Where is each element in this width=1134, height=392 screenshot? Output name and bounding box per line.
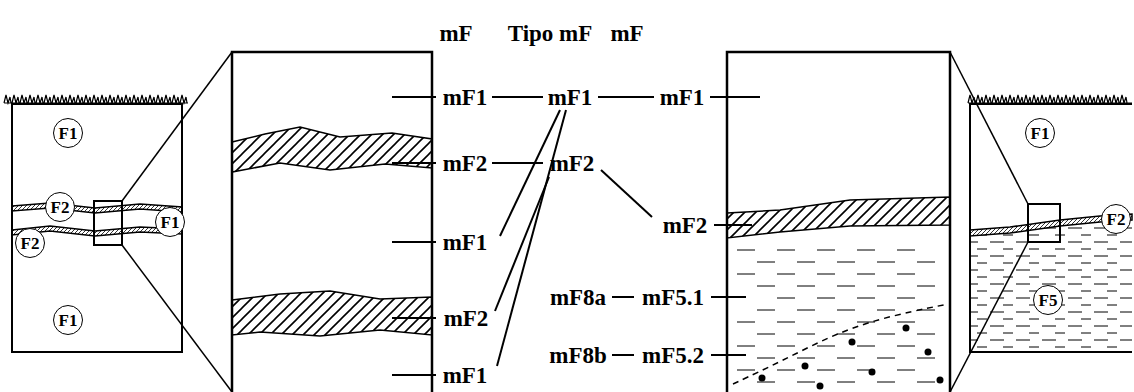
facies-circle: F1 [53, 118, 83, 148]
facies-code: F2 [21, 235, 40, 252]
correlation-line [495, 177, 549, 311]
hatched-band [727, 197, 950, 238]
thin-band [12, 203, 182, 213]
correlation-line [392, 241, 436, 243]
fine-sediment [970, 220, 1132, 352]
grass-symbol [4, 95, 188, 103]
gravel-dot [903, 325, 910, 332]
column-header: Tipo mF [508, 22, 593, 45]
hatched-band [232, 291, 432, 336]
gravel-dot [817, 383, 824, 390]
zoom-frame [1028, 204, 1060, 242]
detail-box [727, 52, 950, 392]
facies-circle: F2 [1101, 204, 1131, 234]
correlation-line [598, 96, 654, 98]
correlation-line [492, 96, 543, 98]
gravel-dot [759, 375, 766, 382]
facies-code: mF2 [444, 307, 489, 330]
facies-code: mF5.2 [642, 344, 704, 367]
facies-code: F5 [1039, 292, 1058, 309]
facies-code: mF5.1 [642, 286, 704, 309]
facies-circle: F1 [53, 305, 83, 335]
outcrop-box [970, 104, 1132, 352]
facies-code: mF2 [550, 152, 595, 175]
zoom-line [950, 52, 1028, 204]
zoom-frame [94, 201, 122, 245]
facies-code: F2 [1107, 211, 1126, 228]
facies-circle: F1 [155, 207, 185, 237]
facies-circle: F2 [15, 228, 45, 258]
gravel-dot [869, 369, 876, 376]
facies-code: F1 [59, 125, 78, 142]
correlation-line [497, 110, 566, 366]
column-header: mF [610, 22, 643, 45]
facies-circle: F2 [45, 192, 75, 222]
correlation-line [392, 374, 436, 376]
correlation-line [392, 96, 436, 98]
facies-code: F1 [59, 312, 78, 329]
gravel-dot [937, 377, 944, 384]
correlation-line [612, 296, 634, 298]
facies-code: mF1 [443, 364, 488, 387]
facies-code: F1 [1031, 125, 1050, 142]
facies-code: mF8b [549, 344, 607, 367]
zoom-line [122, 52, 232, 201]
correlation-line [392, 317, 436, 319]
facies-code: F2 [51, 199, 70, 216]
facies-code: mF2 [443, 152, 488, 175]
zoom-line [122, 245, 232, 392]
correlation-line [612, 354, 634, 356]
facies-code: mF1 [548, 86, 593, 109]
facies-code: F1 [161, 214, 180, 231]
correlation-line [392, 162, 436, 164]
column-header: mF [439, 22, 472, 45]
fine-sediment [737, 250, 935, 382]
gravel-dot [925, 349, 932, 356]
facies-circle: F5 [1033, 285, 1063, 315]
facies-code: mF8a [550, 286, 606, 309]
hatched-band [232, 127, 432, 172]
correlation-line [601, 170, 652, 217]
gravel-dot [849, 339, 856, 346]
correlation-line [714, 224, 752, 226]
correlation-line [711, 354, 746, 356]
facies-code: mF1 [660, 86, 705, 109]
correlation-line [711, 296, 746, 298]
gravel-dot [802, 363, 809, 370]
zoom-line [950, 242, 1028, 392]
facies-circle: F1 [1025, 118, 1055, 148]
detail-box [232, 52, 432, 392]
facies-code: mF1 [443, 86, 488, 109]
correlation-line [710, 96, 760, 98]
grass-symbol [968, 95, 1132, 103]
facies-boundary [733, 304, 948, 384]
facies-code: mF1 [443, 231, 488, 254]
facies-code: mF2 [663, 214, 708, 237]
